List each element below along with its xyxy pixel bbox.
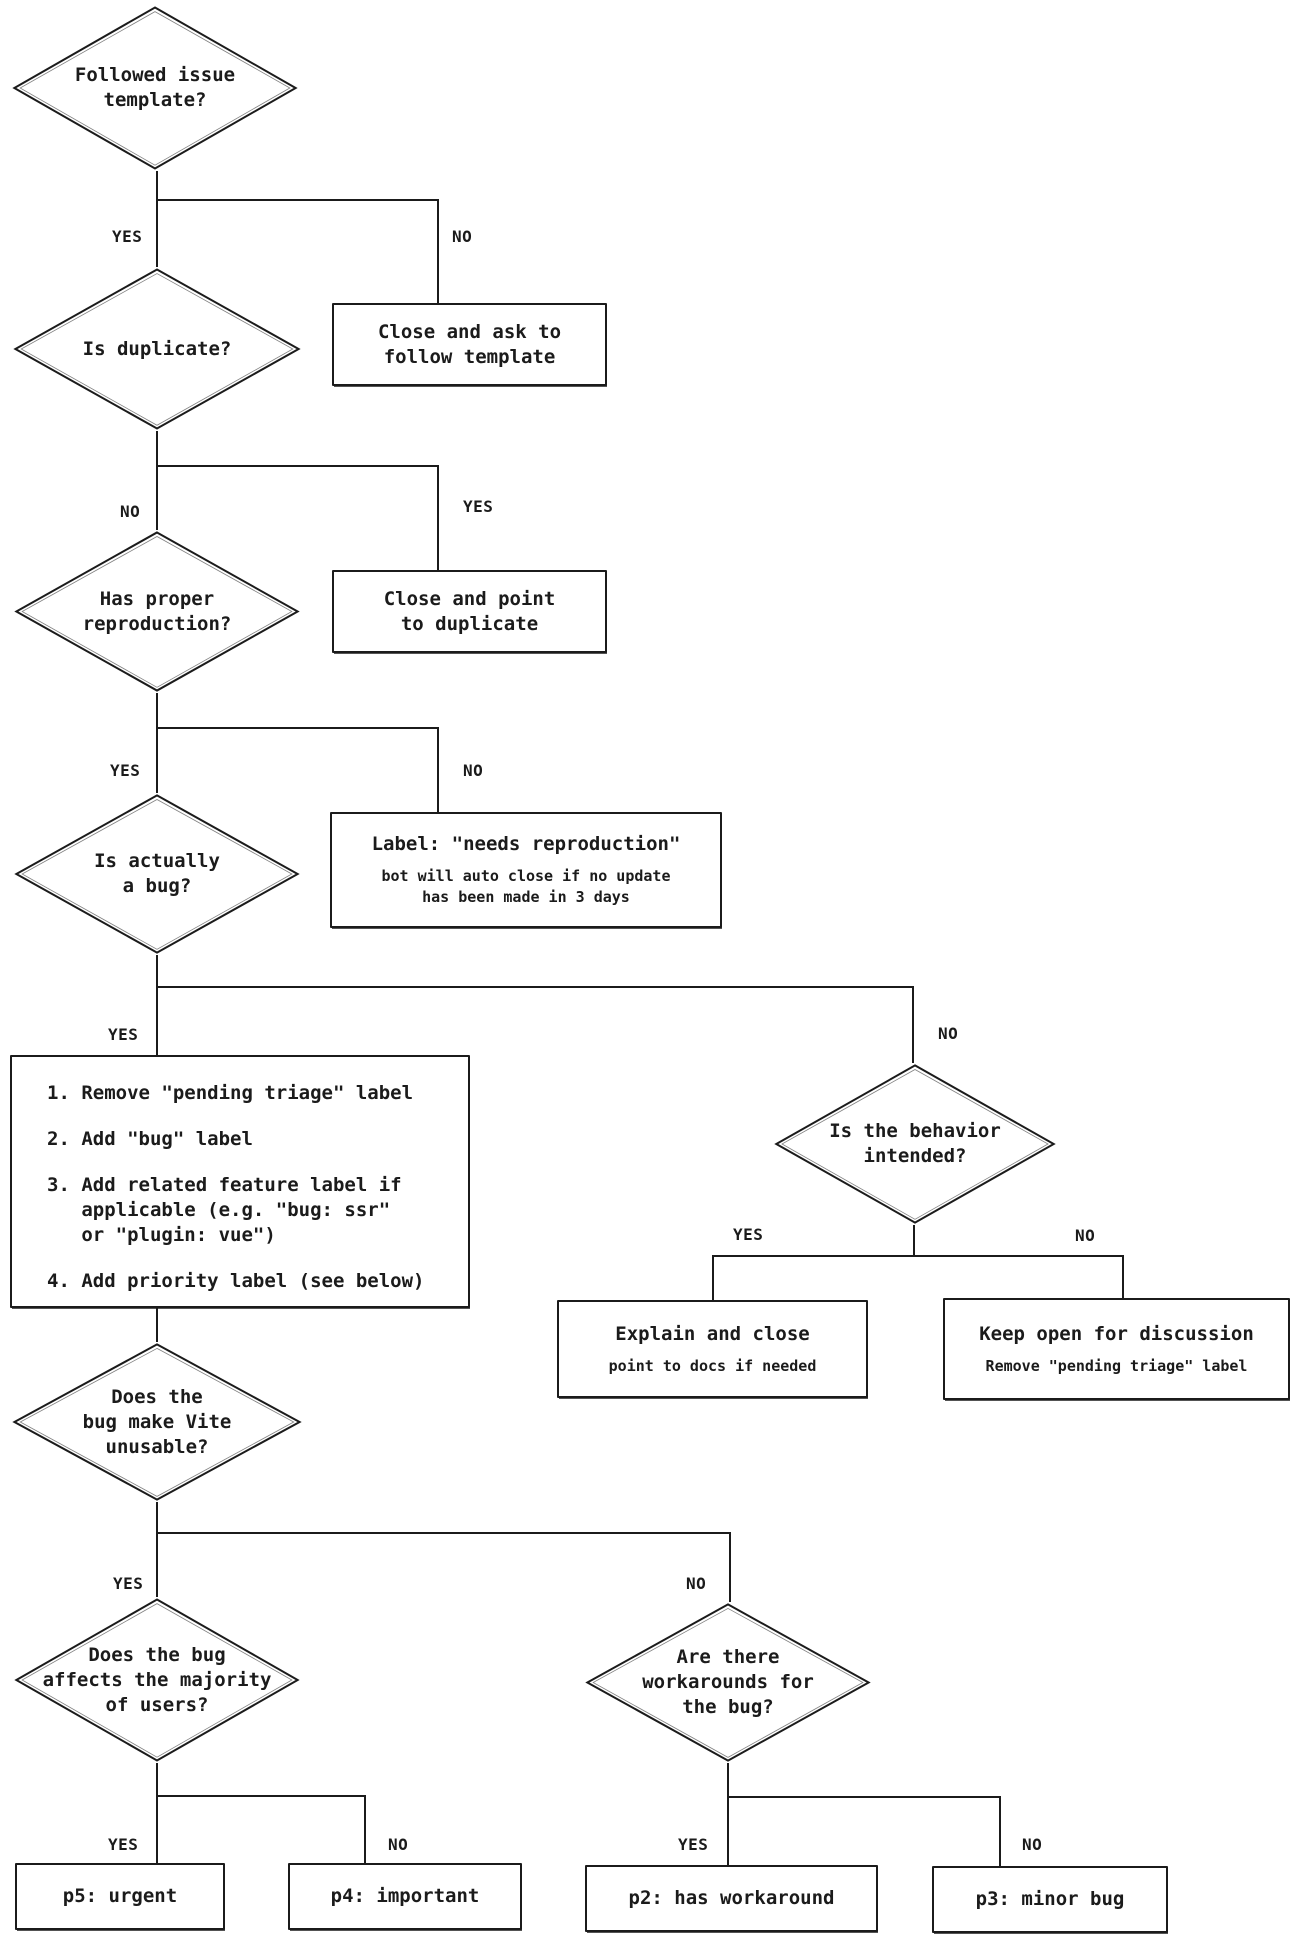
edge-label-no-followed-issue-template: NO	[452, 227, 473, 246]
triage-step-1: 1. Remove "pending triage" label	[47, 1082, 414, 1104]
action-label-needs-reproduction: Label: "needs reproduction" bot will aut…	[330, 812, 722, 928]
action-title: Explain and close	[615, 1322, 810, 1345]
action-p2-has-workaround: p2: has workaround	[585, 1865, 878, 1932]
connector-line	[156, 955, 158, 1055]
connector-line	[712, 1255, 1124, 1257]
decision-label: Does the bug affects the majority of use…	[42, 1643, 272, 1716]
connector-line	[728, 1796, 1001, 1798]
decision-label: Are there workarounds for the bug?	[642, 1646, 814, 1718]
connector-line	[157, 199, 438, 201]
connector-line	[913, 1225, 915, 1255]
action-explain-and-close: Explain and close point to docs if neede…	[557, 1300, 868, 1398]
connector-line	[156, 171, 158, 267]
action-title: p4: important	[330, 1885, 480, 1907]
connector-line	[157, 1532, 731, 1534]
triage-step-3: 3. Add related feature label if applicab…	[47, 1174, 402, 1246]
connector-line	[437, 465, 439, 570]
decision-label: Does the bug make Vite unusable?	[82, 1385, 232, 1458]
connector-line	[999, 1796, 1001, 1866]
action-title: p5: urgent	[62, 1885, 178, 1907]
triage-step-4: 4. Add priority label (see below)	[47, 1270, 425, 1292]
diamond-shape	[10, 5, 300, 171]
decision-is-actually-a-bug: Is actually a bug?	[12, 793, 302, 955]
edge-label-yes-has-proper-reproduction: YES	[110, 761, 141, 780]
action-close-and-point-to-duplicate: Close and point to duplicate	[332, 570, 607, 653]
connector-line	[1122, 1255, 1124, 1298]
action-title: Label: "needs reproduction"	[371, 833, 681, 855]
action-title: Close and ask to follow template	[377, 320, 562, 368]
decision-does-bug-make-vite-unusable: Does the bug make Vite unusable?	[10, 1342, 304, 1502]
action-title: Keep open for discussion	[979, 1322, 1254, 1345]
edge-label-yes-is-duplicate: YES	[463, 497, 494, 516]
edge-label-yes-is-behavior-intended: YES	[733, 1225, 764, 1244]
action-p4-important: p4: important	[288, 1863, 522, 1930]
connector-line	[156, 431, 158, 530]
decision-label: Is duplicate?	[82, 337, 232, 360]
edge-label-no-does-bug-make-vite-unusable: NO	[686, 1574, 707, 1593]
action-triage-steps: 1. Remove "pending triage" label 2. Add …	[10, 1055, 470, 1308]
connector-line	[727, 1763, 729, 1865]
diamond-shape	[12, 530, 302, 693]
edge-label-yes-is-actually-a-bug: YES	[108, 1025, 139, 1044]
action-title: p3: minor bug	[975, 1888, 1125, 1910]
connector-line	[912, 986, 914, 1063]
edge-label-no-is-duplicate: NO	[120, 502, 141, 521]
edge-label-no-has-proper-reproduction: NO	[463, 761, 484, 780]
action-title: p2: has workaround	[628, 1887, 835, 1909]
action-p5-urgent: p5: urgent	[15, 1863, 225, 1930]
connector-line	[729, 1532, 731, 1602]
edge-label-no-does-bug-affect-majority: NO	[388, 1835, 409, 1854]
action-keep-open-for-discussion: Keep open for discussion Remove "pending…	[943, 1298, 1290, 1400]
action-title: Close and point to duplicate	[383, 587, 556, 635]
connector-line	[156, 693, 158, 793]
diamond-shape	[772, 1063, 1058, 1225]
connector-line	[156, 1502, 158, 1597]
connector-line	[437, 199, 439, 303]
decision-label: Is actually a bug?	[94, 850, 220, 897]
edge-label-yes-followed-issue-template: YES	[112, 227, 143, 246]
connector-line	[437, 727, 439, 812]
decision-followed-issue-template: Followed issue template?	[10, 5, 300, 171]
connector-line	[364, 1795, 366, 1863]
action-subtitle: point to docs if needed	[608, 1356, 817, 1375]
connector-line	[157, 465, 438, 467]
decision-has-proper-reproduction: Has proper reproduction?	[12, 530, 302, 693]
decision-is-duplicate: Is duplicate?	[11, 267, 303, 431]
connector-line	[156, 1763, 158, 1863]
edge-label-no-is-actually-a-bug: NO	[938, 1024, 959, 1043]
connector-line	[157, 986, 914, 988]
decision-label: Followed issue template?	[74, 64, 236, 111]
edge-label-yes-does-bug-affect-majority: YES	[108, 1835, 139, 1854]
edge-label-no-are-there-workarounds: NO	[1022, 1835, 1043, 1854]
action-subtitle: bot will auto close if no update has bee…	[381, 867, 671, 906]
decision-are-there-workarounds: Are there workarounds for the bug?	[583, 1602, 873, 1763]
action-p3-minor-bug: p3: minor bug	[932, 1866, 1168, 1933]
connector-line	[156, 1308, 158, 1342]
diamond-shape	[10, 1342, 304, 1502]
connector-line	[157, 1795, 366, 1797]
connector-line	[712, 1255, 714, 1300]
diamond-shape	[583, 1602, 873, 1763]
edge-label-yes-does-bug-make-vite-unusable: YES	[113, 1574, 144, 1593]
decision-does-bug-affect-majority: Does the bug affects the majority of use…	[12, 1597, 302, 1763]
decision-label: Has proper reproduction?	[82, 587, 232, 635]
diamond-shape	[11, 267, 303, 431]
decision-label: Is the behavior intended?	[829, 1120, 1001, 1167]
diamond-shape	[12, 793, 302, 955]
action-subtitle: Remove "pending triage" label	[985, 1356, 1248, 1375]
edge-label-yes-are-there-workarounds: YES	[678, 1835, 709, 1854]
connector-line	[157, 727, 438, 729]
edge-label-no-is-behavior-intended: NO	[1075, 1226, 1096, 1245]
action-close-and-ask-to-follow-template: Close and ask to follow template	[332, 303, 607, 386]
decision-is-behavior-intended: Is the behavior intended?	[772, 1063, 1058, 1225]
triage-step-2: 2. Add "bug" label	[47, 1128, 253, 1150]
diamond-shape	[12, 1597, 302, 1763]
